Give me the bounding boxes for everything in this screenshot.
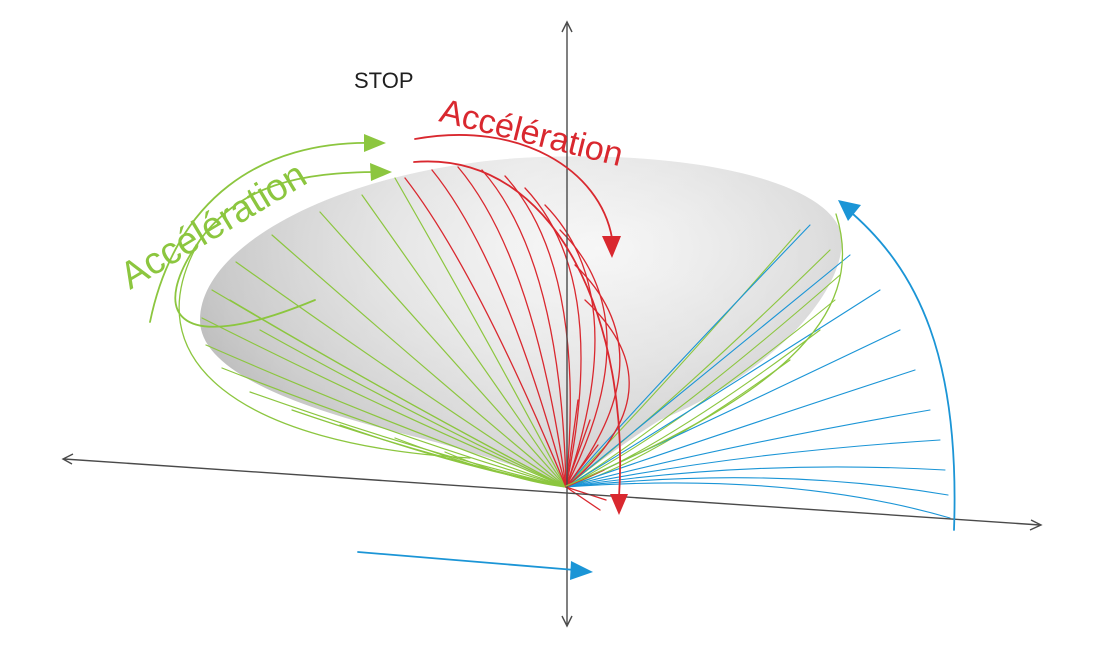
red-arrowhead-lower <box>610 494 628 515</box>
green-arrowhead-lower <box>370 163 392 181</box>
horizontal-axis-left-arrowhead <box>61 453 74 465</box>
green-trajectory-line <box>444 451 567 488</box>
red-trajectory-line <box>565 419 591 488</box>
red-trajectory-line <box>565 299 630 488</box>
blue-trajectory-line <box>565 369 916 488</box>
red-trajectory-line <box>481 169 567 488</box>
green-trajectory-line <box>361 194 567 488</box>
green-acceleration-arcs <box>149 134 844 487</box>
vertical-axis-top-arrowhead <box>561 20 573 33</box>
green-trajectory-line <box>565 229 801 488</box>
green-trajectory-line <box>229 299 567 488</box>
green-trajectory-line <box>319 211 567 488</box>
green-trajectory-line <box>205 344 567 488</box>
blue-arcs <box>357 200 956 580</box>
blue-trajectory-line <box>565 439 941 488</box>
green-trajectory-line <box>249 391 567 488</box>
red-trajectory-line <box>404 177 567 488</box>
red-trajectory-line <box>504 175 571 488</box>
blue-trajectory-line <box>565 477 949 496</box>
red-trajectory-line <box>544 204 596 488</box>
red-trajectory-line <box>559 229 608 488</box>
red-trajectory-line <box>431 169 567 488</box>
blue-arrowhead-bottom <box>570 561 593 580</box>
green-trajectory-line <box>259 329 567 488</box>
red-arrowhead-upper <box>602 236 621 258</box>
red-trajectory-line <box>457 166 567 488</box>
green-trajectory-line <box>221 367 567 488</box>
red-trajectory-line <box>565 486 601 511</box>
green-trajectory-line <box>235 261 567 488</box>
green-trajectory-line <box>565 274 841 488</box>
blue-trajectory-line <box>565 254 851 488</box>
red-trajectory-line <box>524 187 582 488</box>
red-trajectory-line <box>565 444 599 488</box>
green-trajectory-line <box>291 409 567 488</box>
horizontal-axis <box>63 458 1041 526</box>
red-trajectory-line <box>565 486 607 501</box>
green-trajectory-line <box>565 249 831 488</box>
red-acceleration-arcs <box>413 134 628 515</box>
blue-trajectory-line <box>565 466 946 488</box>
stop-label: STOP <box>354 68 414 93</box>
red-trajectory-line <box>565 399 579 488</box>
blue-trajectory-line <box>565 482 951 519</box>
red-trajectory-line <box>565 264 621 488</box>
green-arrowhead-top <box>364 134 386 152</box>
horizontal-axis-right-arrowhead <box>1029 519 1043 531</box>
green-trajectory-line <box>201 317 567 488</box>
coordinate-axes <box>61 20 1043 628</box>
blue-arrowhead-top <box>838 200 861 221</box>
blue-trajectory-line <box>565 224 811 488</box>
green-trajectory-line <box>394 437 567 488</box>
green-trajectory-line <box>271 234 567 488</box>
paraboloid-bowl <box>200 156 842 486</box>
red-trajectory-lines <box>404 166 630 511</box>
green-trajectory-line <box>394 177 567 488</box>
blue-trajectory-line <box>565 289 881 488</box>
vertical-axis-bottom-arrowhead <box>561 615 573 628</box>
blue-trajectory-line <box>565 409 931 488</box>
